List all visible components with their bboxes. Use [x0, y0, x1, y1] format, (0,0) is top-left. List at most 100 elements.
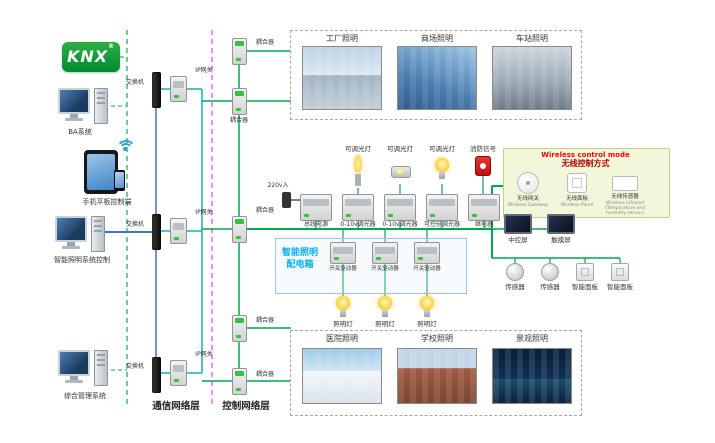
- wireless-title-en: Wireless control mode: [541, 151, 630, 159]
- lighting-control-label: 智能照明系统控制: [54, 256, 110, 264]
- communication-layer-label: 通信网络层: [152, 401, 200, 412]
- relay-icon: [468, 194, 500, 221]
- distribution-box-title-2: 配电箱: [286, 260, 314, 270]
- ip-gateway-label-2: IP网关: [195, 209, 213, 216]
- dimmable-light-label-1: 可调光灯: [345, 145, 371, 153]
- wireless-sensor-label-zh: 无线传感器: [611, 194, 639, 200]
- tablet-icon: [84, 150, 118, 194]
- wireless-sensor-icon: [612, 176, 638, 191]
- central-screen-icon: [504, 214, 532, 234]
- ip-gateway-icon-3: [170, 360, 187, 386]
- lamp-label-3: 照明灯: [417, 320, 437, 328]
- fire-signal-label: 消防信号: [470, 145, 496, 153]
- ip-gateway-icon-2: [170, 218, 187, 244]
- lamp-icon-1: [335, 296, 351, 320]
- building-photo-landscape: [492, 348, 572, 404]
- switch-label-1: 交换机: [125, 79, 144, 86]
- coupler-label-2: 耦合器: [229, 117, 248, 124]
- power-plug-icon: [282, 192, 291, 208]
- switch-icon-2: [152, 214, 161, 250]
- triac-dimmer-icon: [426, 194, 458, 221]
- lamp-icon-3: [419, 296, 435, 320]
- ba-system-label: BA系统: [68, 128, 92, 136]
- ip-gateway-label-3: IP网关: [195, 351, 213, 358]
- smart-panel-label-1: 智能面板: [572, 283, 598, 291]
- coupler-label-4: 耦合器: [255, 317, 274, 324]
- top-applications-box: [290, 30, 582, 120]
- building-photo-mall: [397, 46, 477, 110]
- wireless-title-zh: 无线控制方式: [561, 159, 610, 168]
- management-computer-icon: [58, 350, 108, 390]
- building-photo-hospital: [302, 348, 382, 404]
- dimmer-label-1: 0-10v调光器: [340, 221, 376, 228]
- triac-dimmer-label: 可控硅调光器: [423, 221, 460, 228]
- factory-lighting-label: 工厂照明: [326, 34, 358, 43]
- coupler-icon-2: [232, 88, 247, 115]
- dimmer-0-10v-icon-1: [342, 194, 374, 221]
- wireless-gateway-icon: [517, 172, 539, 194]
- coupler-icon-1: [232, 38, 247, 65]
- fire-alarm-icon: [475, 156, 491, 176]
- mall-lighting-label: 商场照明: [421, 34, 453, 43]
- switch-label-3: 交换机: [125, 363, 144, 370]
- bulb-icon: [434, 158, 450, 182]
- central-screen-label: 中控屏: [508, 236, 528, 244]
- management-system-label: 综合管理系统: [64, 392, 106, 400]
- candle-bulb-icon: [350, 155, 366, 191]
- touch-screen-label: 触摸屏: [551, 236, 571, 244]
- coupler-label-1: 耦合器: [255, 39, 274, 46]
- ip-gateway-icon-1: [170, 76, 187, 102]
- building-photo-station: [492, 46, 572, 110]
- touch-screen-icon: [547, 214, 575, 234]
- switch-actuator-label-2: 开关驱动器: [371, 266, 399, 272]
- switch-icon-3: [152, 357, 161, 393]
- wireless-panel-label-zh: 无线面板: [565, 196, 588, 202]
- coupler-label-3: 耦合器: [255, 207, 274, 214]
- lighting-control-computer-icon: [55, 216, 105, 256]
- sensor-label-1: 传感器: [505, 283, 525, 291]
- control-layer-label: 控制网络层: [222, 401, 270, 412]
- coupler-label-5: 耦合器: [255, 371, 274, 378]
- sensor-icon-1: [506, 263, 524, 281]
- knx-logo: KNX®: [62, 42, 120, 72]
- building-photo-factory: [302, 46, 382, 110]
- bus-power-label: 总线电源: [303, 221, 328, 228]
- distribution-box-title-1: 智能照明: [281, 248, 318, 258]
- smart-panel-icon-2: [611, 263, 629, 281]
- coupler-icon-3: [232, 216, 247, 243]
- relay-label: 继电器: [474, 221, 493, 228]
- building-photo-school: [397, 348, 477, 404]
- downlight-icon: [391, 166, 411, 180]
- bottom-applications-box: [290, 330, 582, 416]
- dimmable-light-label-2: 可调光灯: [387, 145, 413, 153]
- power-input-label: 220v入: [267, 182, 289, 189]
- smart-panel-icon-1: [576, 263, 594, 281]
- wireless-panel-icon: [567, 173, 587, 193]
- dimmer-0-10v-icon-2: [384, 194, 416, 221]
- coupler-icon-5: [232, 368, 247, 395]
- lamp-label-1: 照明灯: [333, 320, 353, 328]
- switch-actuator-label-1: 开关驱动器: [329, 266, 357, 272]
- smart-panel-label-2: 智能面板: [607, 283, 633, 291]
- switch-actuator-icon-1: [330, 242, 356, 264]
- sensor-label-2: 传感器: [540, 283, 560, 291]
- wireless-panel-label-en: Wireless Panel: [560, 203, 594, 208]
- switch-label-2: 交换机: [125, 221, 144, 228]
- ip-gateway-label-1: IP网关: [195, 67, 213, 74]
- lamp-icon-2: [377, 296, 393, 320]
- switch-icon-1: [152, 72, 161, 108]
- hospital-lighting-label: 医院照明: [326, 334, 358, 343]
- wireless-gateway-label-en: Wireless Gateway: [507, 203, 549, 208]
- wireless-sensor-label-en: Wireless infrared (Temperature and humid…: [604, 201, 646, 217]
- wifi-icon: [116, 140, 136, 156]
- wireless-gateway-label-zh: 无线网关: [516, 196, 539, 202]
- coupler-icon-4: [232, 315, 247, 342]
- switch-actuator-icon-2: [372, 242, 398, 264]
- switch-actuator-label-3: 开关驱动器: [413, 266, 441, 272]
- station-lighting-label: 车站照明: [516, 34, 548, 43]
- landscape-lighting-label: 景观照明: [516, 334, 548, 343]
- phone-icon: [114, 170, 125, 191]
- school-lighting-label: 学校照明: [421, 334, 453, 343]
- lamp-label-2: 照明灯: [375, 320, 395, 328]
